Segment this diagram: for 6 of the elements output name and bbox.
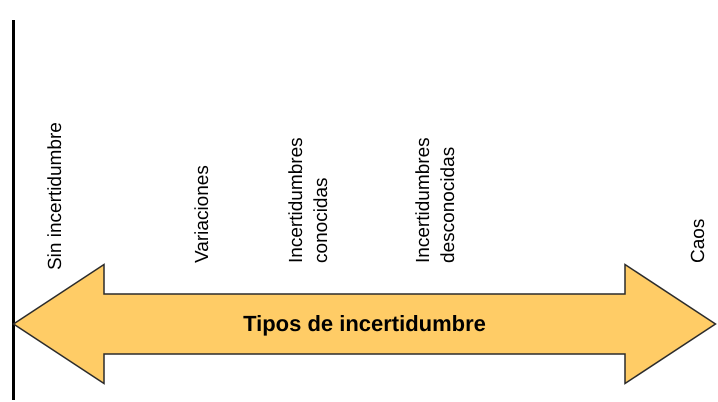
scale-label: Variaciones (191, 165, 214, 263)
scale-label: Incertidumbres desconocidas (412, 136, 460, 263)
scale-label: Sin incertidumbre (44, 122, 67, 270)
scale-label: Incertidumbres conocidas (285, 136, 333, 263)
scale-label: Caos (687, 218, 710, 263)
arrow-title: Tipos de incertidumbre (243, 311, 486, 337)
